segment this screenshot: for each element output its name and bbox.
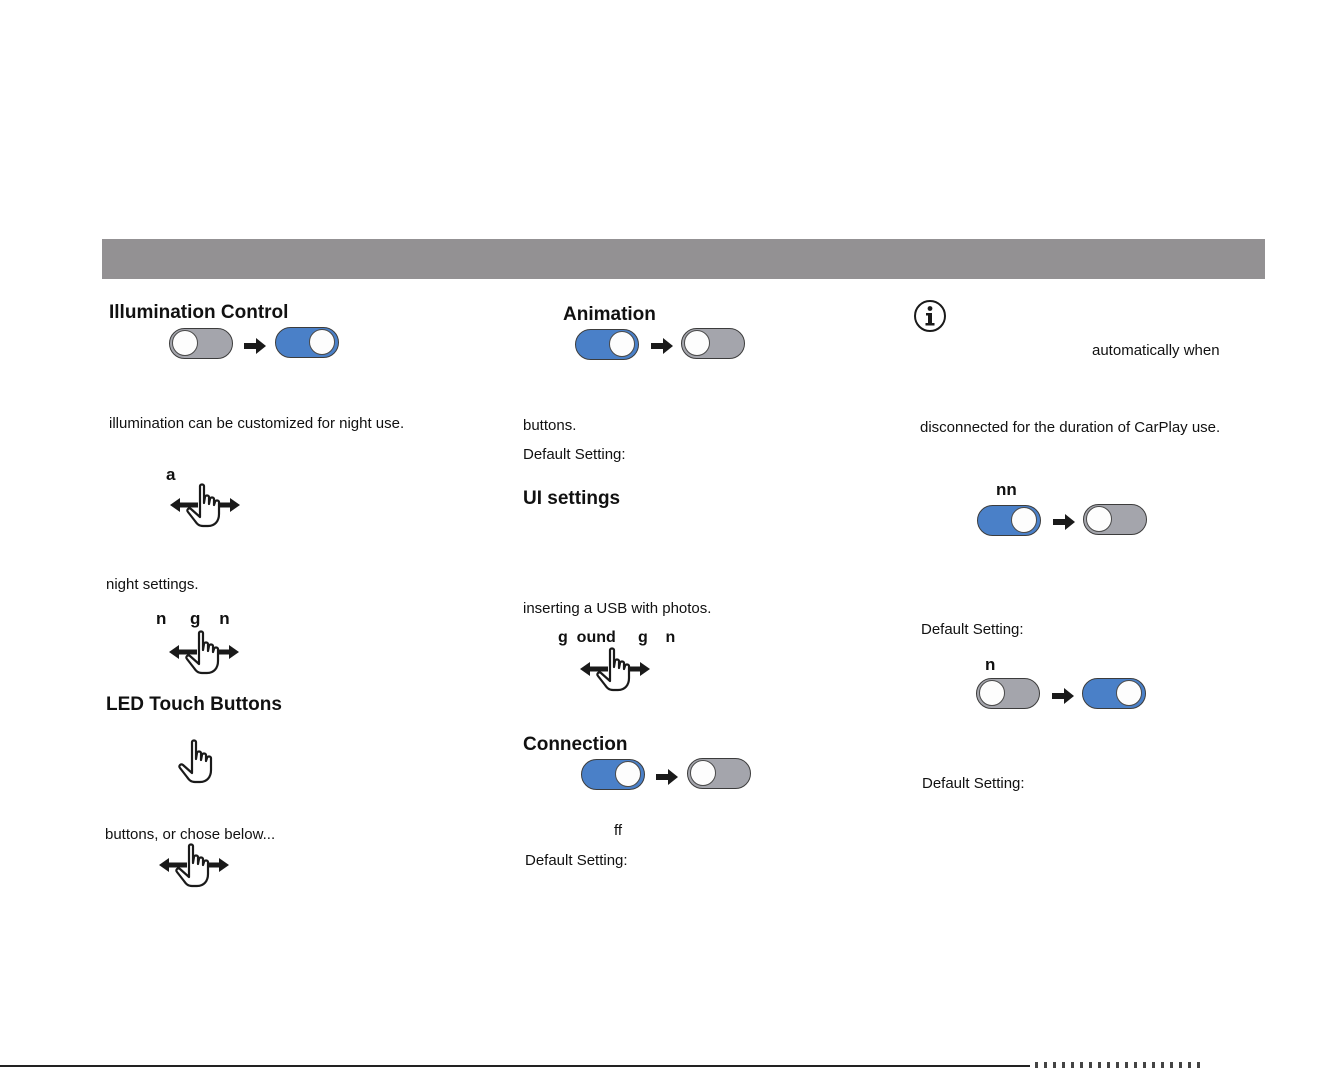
buttons-choose-text: buttons, or chose below...	[105, 826, 276, 843]
swipe-label-2: n g n	[156, 609, 230, 628]
setting-toggle-on[interactable]	[1082, 678, 1146, 709]
auto-when-text: automatically when	[1092, 342, 1220, 359]
footer-rule	[0, 1065, 1030, 1067]
led-touch-buttons-title: LED Touch Buttons	[106, 694, 282, 715]
swipe-hand-icon[interactable]	[157, 843, 231, 889]
right-arrow-icon	[1052, 688, 1074, 704]
toggle-knob	[684, 330, 710, 356]
illumination-text: illumination can be customized for night…	[109, 415, 405, 432]
ff-text: ff	[614, 822, 623, 839]
connection-toggle-off[interactable]	[687, 758, 751, 789]
default-setting-label: Default Setting:	[921, 621, 1024, 638]
info-icon	[914, 300, 946, 332]
toggle-knob	[172, 330, 198, 356]
animation-buttons-text: buttons.	[523, 417, 577, 434]
setting-toggle-off[interactable]	[976, 678, 1040, 709]
swipe-label-1: a	[166, 465, 176, 484]
toggle-knob	[979, 680, 1005, 706]
nn-label: nn	[996, 480, 1017, 499]
toggle-knob	[1116, 680, 1142, 706]
carplay-toggle-on[interactable]	[977, 505, 1041, 536]
tap-hand-icon[interactable]	[177, 739, 217, 785]
default-setting-label: Default Setting:	[922, 775, 1025, 792]
ui-settings-title: UI settings	[523, 488, 621, 509]
connection-toggle-on[interactable]	[581, 759, 645, 790]
illumination-toggle-on[interactable]	[275, 327, 339, 358]
right-arrow-icon	[656, 769, 678, 785]
right-arrow-icon	[1053, 514, 1075, 530]
swipe-label-3: g ound g n	[558, 629, 676, 646]
carplay-toggle-off[interactable]	[1083, 504, 1147, 535]
night-settings-text: night settings.	[106, 576, 199, 593]
toggle-knob	[1011, 507, 1037, 533]
section-header-band	[102, 239, 1265, 279]
default-setting-label: Default Setting:	[523, 446, 626, 463]
toggle-knob	[309, 329, 335, 355]
illumination-toggle-off[interactable]	[169, 328, 233, 359]
swipe-hand-icon[interactable]	[167, 630, 241, 676]
illumination-control-title: Illumination Control	[109, 302, 289, 323]
default-setting-label: Default Setting:	[525, 852, 628, 869]
usb-photos-text: inserting a USB with photos.	[523, 600, 712, 617]
swipe-hand-icon[interactable]	[168, 483, 242, 529]
toggle-knob	[1086, 506, 1112, 532]
toggle-knob	[609, 331, 635, 357]
right-arrow-icon	[651, 338, 673, 354]
carplay-disconnected-text: disconnected for the duration of CarPlay…	[920, 419, 1221, 436]
connection-title: Connection	[523, 734, 628, 755]
animation-toggle-off[interactable]	[681, 328, 745, 359]
footer-dots	[1035, 1062, 1200, 1068]
right-arrow-icon	[244, 338, 266, 354]
toggle-knob	[615, 761, 641, 787]
animation-title: Animation	[563, 304, 656, 325]
n-label: n	[985, 655, 996, 674]
toggle-knob	[690, 760, 716, 786]
swipe-hand-icon[interactable]	[578, 647, 652, 693]
animation-toggle-on[interactable]	[575, 329, 639, 360]
